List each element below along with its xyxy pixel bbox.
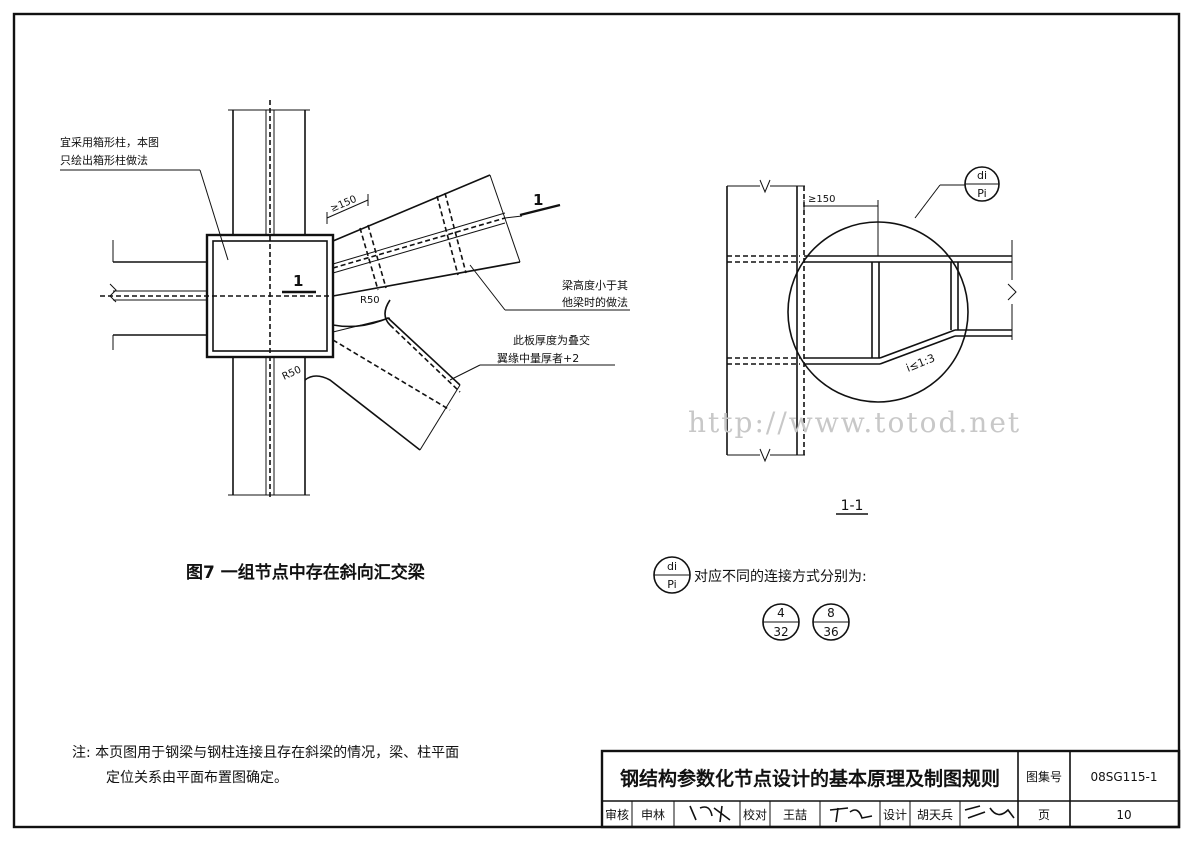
callout-column-line1: 宜采用箱形柱，本图 [60,135,159,149]
callout-plate-line1: 此板厚度为叠交 [513,333,590,347]
review-label: 审核 [605,807,629,822]
legend-ref-2-bottom: 36 [823,625,838,639]
signature-check [829,807,873,823]
review-name: 申林 [641,808,665,822]
section11-view [726,166,1017,515]
fig7-r50-lower: R50 [281,364,303,382]
figure7-plan [60,100,630,500]
section-mark-right: 1 [533,191,543,209]
fig7-dim-150: ≥150 [329,194,359,215]
title-block [600,749,1181,829]
legend-detail-top: di [667,560,677,573]
section11-title: 1-1 [841,498,864,514]
signature-design [964,805,1015,819]
sec11-slope: i≤1:3 [904,351,937,374]
check-label: 校对 [743,807,767,822]
callout-plate-line2: 翼缘中量厚者+2 [497,352,579,365]
figure7-title: 图7 一组节点中存在斜向汇交梁 [186,562,426,583]
note-line1: 注: 本页图用于钢梁与钢柱连接且存在斜梁的情况，梁、柱平面 [72,744,459,761]
sec11-dim-150: ≥150 [808,194,835,205]
legend-ref-2-top: 8 [827,606,835,620]
watermark: http://www.totod.net [688,406,1021,439]
section-mark-left: 1 [293,272,303,290]
sec11-detail-bottom: Pi [977,187,986,200]
sheet-border [12,12,1181,829]
legend [653,556,850,641]
legend-text: 对应不同的连接方式分别为: [694,568,867,585]
check-name: 王喆 [783,808,807,822]
legend-detail-bottom: Pi [667,578,676,591]
legend-ref-1-bottom: 32 [773,625,788,639]
page-label: 页 [1038,808,1050,822]
note-line2: 定位关系由平面布置图确定。 [106,770,288,786]
callout-beam-line1: 梁高度小于其 [562,278,628,292]
design-label: 设计 [883,808,907,822]
title-block-main-title: 钢结构参数化节点设计的基本原理及制图规则 [620,767,1000,790]
page-no: 10 [1116,808,1131,822]
sec11-detail-top: di [977,169,987,182]
fig7-r50-upper: R50 [360,295,380,306]
callout-column-line2: 只绘出箱形柱做法 [60,153,148,167]
atlas-label: 图集号 [1026,769,1062,784]
atlas-no: 08SG115-1 [1090,770,1157,784]
callout-beam-line2: 他梁时的做法 [562,295,628,309]
signature-review [689,805,731,823]
legend-ref-1-top: 4 [777,606,785,620]
design-name: 胡天兵 [917,808,953,822]
